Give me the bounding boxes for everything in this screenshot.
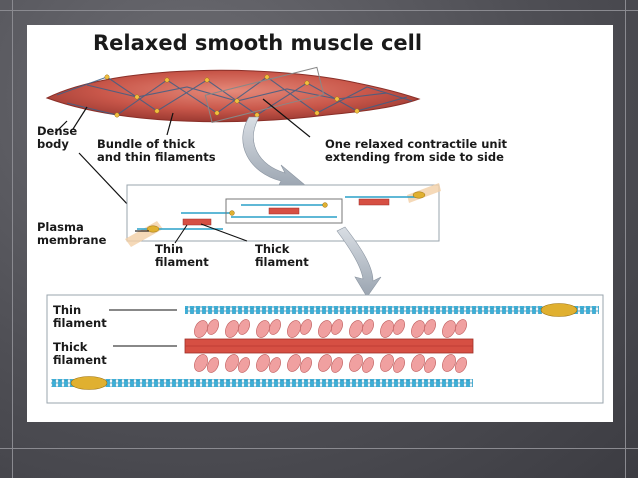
label-detail-thick-filament: Thick filament [53, 341, 107, 367]
label-thick-filament: Thick filament [255, 243, 309, 269]
frame-line-top [0, 10, 638, 11]
label-thin-filament: Thin filament [155, 243, 209, 269]
slide: Relaxed smooth muscle cell [27, 25, 613, 422]
label-line: filament [53, 353, 107, 367]
frame-line-bottom [0, 448, 638, 449]
label-dense-body: Dense body [37, 125, 77, 151]
label-detail-thin-filament: Thin filament [53, 304, 107, 330]
label-line: Dense [37, 124, 78, 138]
label-line: filament [155, 255, 209, 269]
label-line: membrane [37, 233, 107, 247]
filament-detail-panel [46, 294, 604, 404]
label-line: and thin filaments [97, 150, 216, 164]
label-line: Thin [53, 303, 82, 317]
smooth-muscle-diagram [45, 66, 604, 404]
muscle-cell [45, 66, 421, 123]
label-bundle: Bundle of thick and thin filaments [97, 138, 216, 164]
label-line: body [37, 137, 69, 151]
frame-line-right [625, 0, 626, 478]
label-line: Thick [255, 242, 290, 256]
label-line: extending from side to side [325, 150, 504, 164]
frame-line-left [12, 0, 13, 478]
zoom-arrow-2 [336, 226, 382, 298]
label-line: filament [53, 316, 107, 330]
label-plasma-membrane: Plasma membrane [37, 221, 106, 247]
slide-title: Relaxed smooth muscle cell [93, 31, 423, 55]
zoom-arrow-1 [242, 116, 306, 190]
label-line: Thick [53, 340, 88, 354]
contractile-unit-panel [125, 183, 441, 247]
label-line: Thin [155, 242, 184, 256]
label-line: Bundle of thick [97, 137, 196, 151]
label-line: Plasma [37, 220, 84, 234]
label-contractile-unit: One relaxed contractile unit extending f… [325, 138, 507, 164]
label-line: One relaxed contractile unit [325, 137, 508, 151]
label-line: filament [255, 255, 309, 269]
